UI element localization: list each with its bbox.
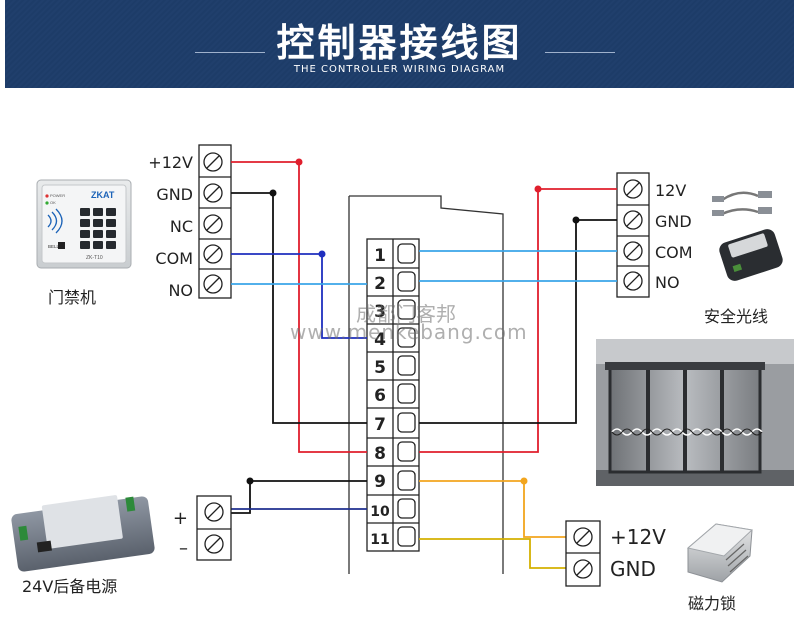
controller-terminal-5: 5 [374, 358, 386, 378]
controller-terminal-strip [366, 238, 420, 552]
header-divider-left [195, 52, 265, 53]
bell-icon [58, 242, 65, 249]
keypad-led-power: POWER [50, 193, 65, 198]
watermark-line1: 成都门客邦 [356, 302, 456, 326]
lock-terminal-label-gnd: GND [610, 557, 656, 581]
controller-terminal-7: 7 [374, 415, 386, 435]
rfid-icon [47, 208, 63, 234]
keypad-terminal-label-gnd: GND [156, 185, 193, 204]
keypad-model: ZK-T10 [86, 255, 103, 261]
keypad-bell-label: BELL [48, 244, 60, 249]
backup-terminal-block [196, 495, 232, 561]
keypad-brand: ZKAT [91, 190, 115, 200]
header-banner: 控制器接线图 THE CONTROLLER WIRING DIAGRAM [5, 0, 794, 88]
header-divider-right [545, 52, 615, 53]
wire-lock-12v [419, 480, 566, 538]
controller-terminal-8: 8 [374, 444, 386, 464]
backup-power-device [11, 495, 155, 572]
wires [231, 161, 617, 569]
controller-terminal-3: 3 [374, 302, 386, 322]
controller-terminal-9: 9 [374, 472, 386, 492]
lock-terminal-label-12v: +12V [610, 525, 666, 549]
wire-junctions [246, 158, 580, 485]
controller-terminal-10: 10 [370, 504, 390, 520]
controller-terminal-1: 1 [374, 246, 386, 266]
wire-keypad-com [231, 253, 367, 339]
controller-terminal-2: 2 [374, 274, 386, 294]
keypad-terminal-block [198, 144, 232, 299]
watermark-line2: www.menkebang.com [290, 320, 528, 344]
wire-keypad-gnd [231, 192, 367, 424]
sensor-terminal-block [616, 172, 650, 298]
page-title: 控制器接线图 [276, 21, 523, 65]
sensor-terminal-label-com: COM [655, 243, 693, 262]
backup-terminal-label-minus: – [179, 538, 188, 559]
controller-terminal-6: 6 [374, 386, 386, 406]
wire-sensor-12v [419, 188, 617, 453]
keypad-led-ok-indicator [45, 201, 49, 205]
sensor-terminal-label-12v: 12V [655, 181, 686, 200]
lock-terminal-block [565, 520, 601, 587]
wire-backup-plus [231, 480, 367, 514]
safety-sensor-label: 安全光线 [704, 307, 768, 326]
sensor-terminal-label-no: NO [655, 273, 680, 292]
controller-outline [348, 195, 504, 574]
backup-terminal-label-plus: + [173, 508, 188, 529]
keypad-led-ok: OK [50, 200, 56, 205]
wire-sensor-gnd [419, 219, 617, 424]
backup-power-label: 24V后备电源 [22, 577, 117, 596]
access-controller-device: ZKAT POWER OK BELL ZK-T10 [36, 179, 132, 269]
controller-terminal-4: 4 [374, 330, 386, 350]
keypad-terminal-label-nc: NC [170, 217, 193, 236]
wire-keypad-12v [231, 161, 367, 453]
controller-terminal-11: 11 [370, 532, 389, 548]
page-subtitle: THE CONTROLLER WIRING DIAGRAM [293, 64, 506, 75]
light-beam-icon [611, 428, 763, 436]
sensor-terminal-label-gnd: GND [655, 212, 692, 231]
sliding-door-image [596, 339, 794, 486]
keypad-buttons [80, 208, 116, 249]
safety-sensor-device [712, 191, 783, 281]
magnetic-lock-device [686, 523, 754, 583]
magnetic-lock-label: 磁力锁 [688, 594, 736, 613]
wire-lock-gnd [419, 538, 566, 569]
keypad-terminal-label-12v: +12V [148, 153, 193, 172]
access-controller-label: 门禁机 [48, 288, 96, 307]
keypad-terminal-label-com: COM [155, 249, 193, 268]
keypad-terminal-label-no: NO [168, 281, 193, 300]
keypad-led-power-indicator [45, 194, 49, 198]
